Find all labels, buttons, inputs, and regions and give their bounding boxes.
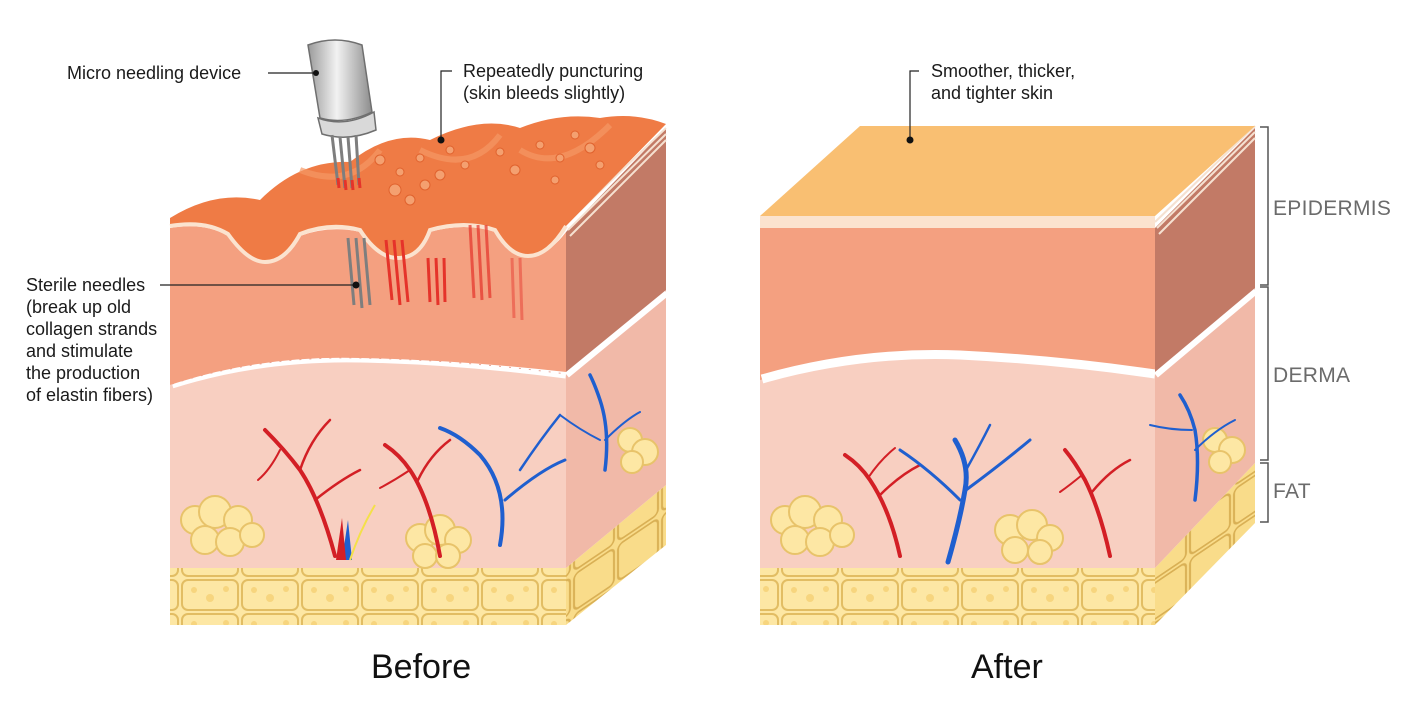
after-fat-front: [760, 568, 1155, 625]
before-fat-front: [170, 568, 566, 625]
leader-dot-puncturing: [437, 136, 445, 144]
after-veins: [898, 393, 1236, 565]
micro-needling-device: [307, 39, 377, 191]
leader-result: [909, 70, 919, 140]
before-fat-side: [566, 485, 666, 625]
before-derma-front: [170, 357, 566, 568]
layer-label-epidermis: EPIDERMIS: [1273, 197, 1392, 220]
after-epidermis-side: [1155, 128, 1255, 372]
before-veins: [438, 373, 641, 547]
before-epidermis-side: [566, 128, 666, 372]
before-epidermis-top: [170, 116, 666, 262]
label-smoother-skin: Smoother, thicker, and tighter skin: [931, 61, 1076, 103]
after-derma-front: [760, 354, 1155, 568]
before-epidermis-front: [170, 226, 566, 385]
caption-before: Before: [371, 648, 472, 686]
bracket-epidermis: [1260, 126, 1269, 286]
label-micro-needling-device: Micro needling device: [67, 63, 242, 83]
label-repeatedly-puncturing: Repeatedly puncturing (skin bleeds sligh…: [463, 61, 644, 103]
puncture-marks: [374, 130, 605, 206]
after-arteries: [843, 447, 1132, 558]
leader-lines: [160, 70, 919, 286]
leader-dot-result: [906, 136, 914, 144]
after-skin-block: [760, 125, 1258, 625]
after-epidermis-top: [760, 126, 1255, 216]
sterile-needles: [346, 237, 372, 309]
leader-dot-needles: [352, 281, 360, 289]
needle-tracks: [384, 224, 524, 321]
leader-dot-device: [313, 70, 319, 76]
layer-brackets: [1260, 126, 1269, 523]
bracket-derma: [1260, 286, 1269, 461]
before-arteries: [257, 418, 452, 558]
layer-label-derma: DERMA: [1273, 364, 1351, 387]
before-skin-block: [169, 39, 669, 625]
caption-after: After: [971, 648, 1043, 686]
bracket-fat: [1260, 462, 1269, 523]
leader-puncturing: [440, 70, 452, 140]
after-fat-side: [1155, 463, 1255, 625]
layer-label-fat: FAT: [1273, 480, 1311, 503]
label-sterile-needles: Sterile needles (break up old collagen s…: [26, 275, 158, 405]
after-fat-cells: [770, 427, 1246, 565]
before-fat-cells: [180, 427, 659, 569]
